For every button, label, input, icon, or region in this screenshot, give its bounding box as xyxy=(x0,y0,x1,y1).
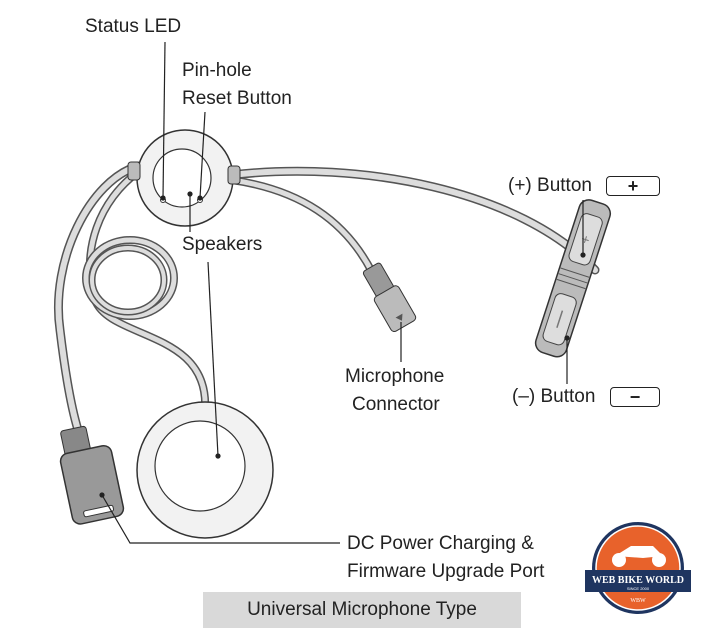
plus-button-label: (+) Button xyxy=(508,175,592,196)
speakers-label: Speakers xyxy=(182,234,263,255)
mic-label-line1: Microphone xyxy=(345,366,445,387)
remote-control: + xyxy=(534,199,612,358)
leader-lines xyxy=(99,41,586,544)
cable-to-mic xyxy=(228,176,376,276)
web-bike-world-logo: WEB BIKE WORLD SINCE 2000 WBW xyxy=(585,522,691,614)
figure-caption: Universal Microphone Type xyxy=(203,592,521,628)
mic-label-line2: Connector xyxy=(352,394,440,415)
cable-to-dc-port xyxy=(54,161,143,435)
minus-key-icon: − xyxy=(610,387,660,407)
main-unit xyxy=(127,129,241,227)
microphone-connector xyxy=(362,262,417,333)
dc-label-line2: Firmware Upgrade Port xyxy=(347,561,545,582)
speaker xyxy=(136,401,274,539)
cable-to-remote xyxy=(227,166,600,275)
dc-port-connector xyxy=(59,425,125,525)
svg-text:WEB BIKE WORLD: WEB BIKE WORLD xyxy=(592,575,684,586)
svg-text:WBW: WBW xyxy=(630,598,646,604)
svg-text:SINCE 2000: SINCE 2000 xyxy=(627,586,650,591)
minus-button-label: (–) Button xyxy=(512,386,596,407)
cable-to-speaker xyxy=(82,168,210,414)
dc-label-line1: DC Power Charging & xyxy=(347,533,534,554)
pinhole-label-line2: Reset Button xyxy=(182,88,292,109)
status-led-label: Status LED xyxy=(85,16,182,37)
pinhole-label-line1: Pin-hole xyxy=(182,60,252,81)
plus-key-icon: + xyxy=(606,176,660,196)
